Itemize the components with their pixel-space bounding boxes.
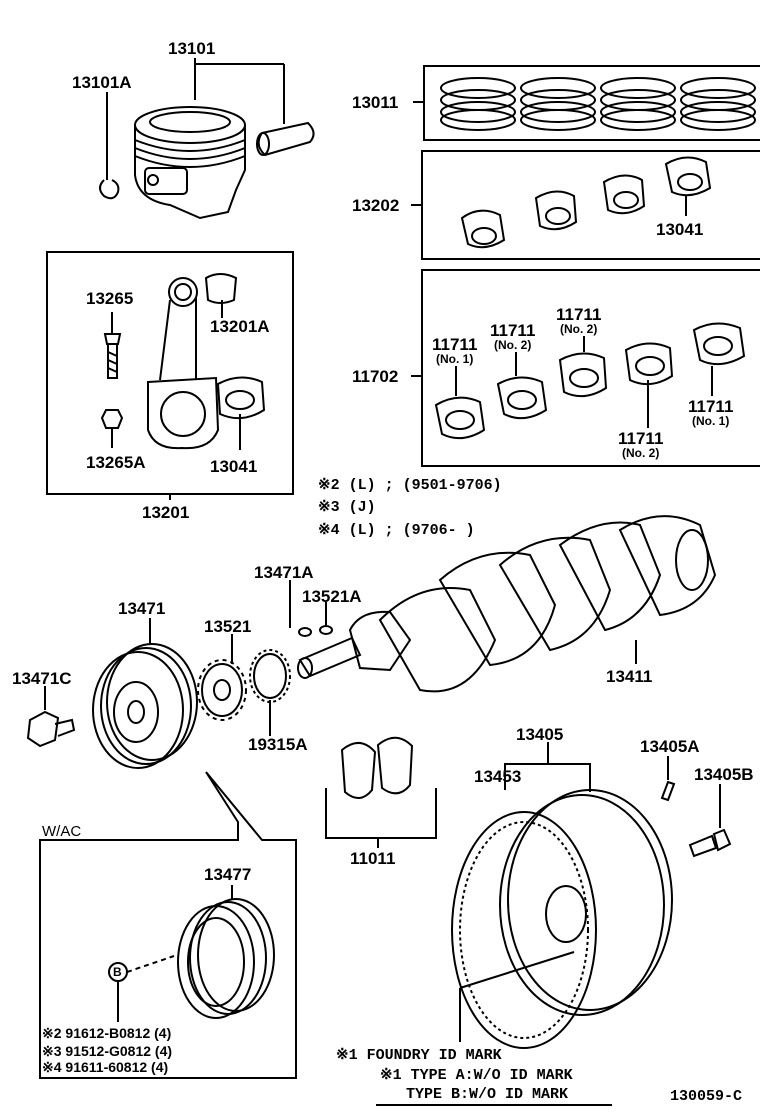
thrust-washers xyxy=(325,736,437,848)
part-13201: 13201 xyxy=(142,503,190,522)
part-13477: 13477 xyxy=(204,865,252,884)
part-13101A: 13101A xyxy=(72,73,132,92)
wac-label: W/AC xyxy=(42,823,82,840)
part-19315A: 19315A xyxy=(248,735,308,754)
callout-b-label: B xyxy=(113,965,122,979)
piston-group xyxy=(99,58,315,220)
part-13471C: 13471C xyxy=(12,669,72,688)
crank-sprocket xyxy=(197,659,247,721)
part-13201A: 13201A xyxy=(210,317,270,336)
part-13405B: 13405B xyxy=(694,765,754,784)
piston-rings-box xyxy=(413,65,760,141)
drive-plate-bolt xyxy=(688,828,732,858)
piston xyxy=(134,106,246,220)
part-13101: 13101 xyxy=(168,39,216,58)
figure-number: 130059-C xyxy=(670,1088,743,1105)
ac-pulley xyxy=(177,898,275,1019)
piston-pin xyxy=(256,121,315,157)
foundry-id-mark-note: ※1 FOUNDRY ID MARK xyxy=(336,1047,502,1064)
type-b-note: TYPE B:W/O ID MARK xyxy=(376,1087,612,1106)
main-bearing-box xyxy=(411,269,760,467)
drive-plate xyxy=(451,742,673,1049)
bearing-4-number: 11711 xyxy=(618,429,664,448)
part-13521: 13521 xyxy=(204,617,252,636)
note-3: ※3 (J) xyxy=(318,499,376,516)
rod-bearing-set xyxy=(460,156,712,249)
part-13041-top: 13041 xyxy=(656,220,704,239)
bearing-5-number: 11711 xyxy=(688,397,734,416)
part-11702: 11702 xyxy=(352,367,399,386)
note-2: ※2 (L) ; (9501-9706) xyxy=(318,477,502,494)
note-4: ※4 (L) ; (9706- ) xyxy=(318,522,475,539)
piston-ring-set xyxy=(440,77,756,131)
bearing-3-number: 11711 xyxy=(556,305,602,324)
part-13265A: 13265A xyxy=(86,453,146,472)
bearing-4-size: (No. 2) xyxy=(622,446,660,460)
part-11011: 11011 xyxy=(350,849,396,868)
part-13471A: 13471A xyxy=(254,563,314,582)
bearing-2-size: (No. 2) xyxy=(494,338,532,352)
crankshaft xyxy=(297,515,717,693)
part-13405: 13405 xyxy=(516,725,564,744)
wac-box xyxy=(39,771,297,1079)
bolt-note-2: ※2 91612-B0812 (4) xyxy=(42,1025,172,1041)
connecting-rod-box xyxy=(46,251,294,500)
part-13011: 13011 xyxy=(352,93,399,112)
part-13411: 13411 xyxy=(606,667,653,686)
type-a-note: ※1 TYPE A:W/O ID MARK xyxy=(380,1067,573,1084)
part-13521A: 13521A xyxy=(302,587,362,606)
bolt-note-4: ※4 91611-60812 (4) xyxy=(42,1059,169,1075)
bearing-3-size: (No. 2) xyxy=(560,322,598,336)
oil-pump-drive-gear xyxy=(249,649,291,703)
part-13041-rod: 13041 xyxy=(210,457,258,476)
crank-pulley xyxy=(92,643,198,769)
part-13453: 13453 xyxy=(474,767,522,786)
small-end-bushing xyxy=(204,273,238,304)
bearing-2-number: 11711 xyxy=(490,321,536,340)
connecting-rod xyxy=(147,277,220,450)
part-13471: 13471 xyxy=(118,599,166,618)
rod-bearing xyxy=(216,376,266,420)
drive-plate-pin xyxy=(660,780,676,802)
bolt-note-3: ※3 91512-G0812 (4) xyxy=(42,1043,173,1059)
bearing-5-size: (No. 1) xyxy=(692,414,730,428)
part-13265: 13265 xyxy=(86,289,134,308)
bearing-1-number: 11711 xyxy=(432,335,478,354)
rod-bolt xyxy=(103,333,122,379)
snap-ring xyxy=(99,179,120,200)
main-bearing-set xyxy=(434,322,746,440)
pulley-bolt xyxy=(26,710,76,748)
bearing-1-size: (No. 1) xyxy=(436,352,474,366)
crank-keys xyxy=(298,625,333,637)
part-13202: 13202 xyxy=(352,196,400,215)
rod-bearing-box xyxy=(411,150,760,260)
part-13405A: 13405A xyxy=(640,737,700,756)
rod-nut xyxy=(100,409,124,429)
